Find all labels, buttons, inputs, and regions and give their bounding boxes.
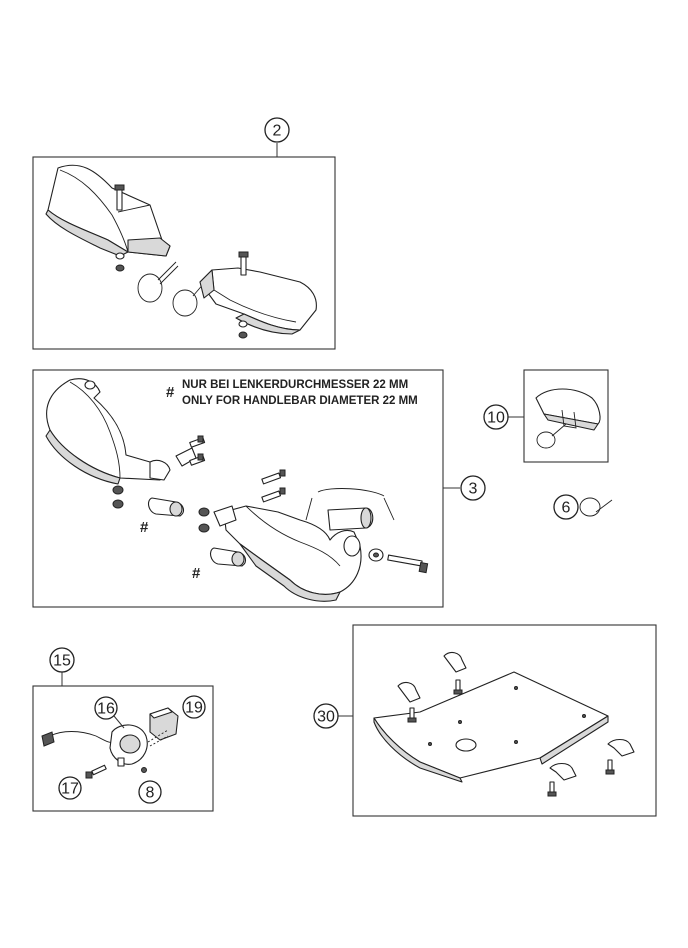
skid-plate-drawing	[373, 671, 609, 783]
callout-6-label: 6	[562, 500, 571, 517]
group-dummy-cap: 10	[483, 369, 609, 463]
callout-6: 6	[553, 494, 579, 520]
callout-10: 10	[483, 404, 509, 430]
right-bolt-drawing	[238, 251, 249, 339]
callout-15: 15	[49, 647, 75, 673]
dummy-cap-drawing	[535, 388, 601, 449]
left-clamp-drawing	[112, 435, 206, 509]
right-bar-guard-drawing	[223, 505, 362, 602]
spacer-sleeve-right-drawing: #	[192, 547, 247, 582]
callout-15-circle	[49, 647, 75, 673]
sleeve-right-marker: #	[192, 565, 201, 582]
switch-drawing	[41, 707, 179, 779]
callout-19-circle	[182, 695, 206, 719]
callout-10-label: 10	[487, 410, 505, 427]
callout-10-circle	[483, 404, 509, 430]
cable-tie-drawing	[579, 497, 613, 517]
callout-3: 3	[460, 475, 486, 501]
callout-16-circle	[94, 696, 118, 720]
callout-15-label: 15	[53, 653, 71, 670]
callout-19-label: 19	[185, 700, 203, 717]
callout-16: 16	[94, 696, 118, 720]
callout-8-label: 8	[146, 785, 155, 802]
handlebar-end-drawing	[305, 488, 395, 531]
callout-30-circle	[313, 703, 339, 729]
callout-16-leader	[113, 715, 125, 729]
callout-2-label: 2	[273, 123, 282, 140]
note-line-de: NUR BEI LENKERDURCHMESSER 22 MM	[182, 379, 408, 391]
callout-8-circle	[138, 780, 162, 804]
dummy-cap-frame	[523, 369, 609, 463]
skid-plate-brackets-drawing	[397, 651, 635, 797]
diameter-note: # NUR BEI LENKERDURCHMESSER 22 MM ONLY F…	[166, 379, 418, 407]
group-handguard-kit: 2	[32, 117, 336, 350]
note-marker: #	[166, 384, 175, 401]
left-handguard-drawing	[45, 164, 171, 257]
callout-17-label: 17	[61, 781, 79, 798]
callout-6-circle	[553, 494, 579, 520]
group-handguard-22mm: 3 # NUR BEI LENKERDURCHMESSER 22 MM ONLY…	[32, 369, 486, 608]
callout-2-circle	[264, 117, 290, 143]
switch-frame	[32, 685, 214, 812]
group-switch: 15 16 19 17 8	[32, 647, 214, 812]
group-skid-plate: 30	[313, 624, 657, 817]
skid-plate-frame	[352, 624, 657, 817]
callout-8: 8	[138, 780, 162, 804]
callout-17-circle	[58, 776, 82, 800]
sleeve-left-marker: #	[140, 519, 149, 536]
right-clamp-drawing	[198, 469, 286, 533]
long-bolt-drawing	[368, 548, 429, 574]
callout-30: 30	[313, 703, 339, 729]
nut-drawing	[115, 252, 125, 272]
group-cable-tie: 6	[553, 494, 613, 520]
left-bar-guard-drawing	[45, 378, 166, 485]
callout-30-label: 30	[317, 709, 335, 726]
callout-16-label: 16	[97, 701, 115, 718]
right-handguard-drawing	[199, 267, 317, 335]
callout-17: 17	[58, 776, 82, 800]
callout-3-label: 3	[469, 481, 478, 498]
note-line-en: ONLY FOR HANDLEBAR DIAMETER 22 MM	[182, 395, 418, 407]
callout-2: 2	[264, 117, 290, 143]
spacer-sleeve-left-drawing: #	[140, 497, 185, 536]
bolt-drawing	[114, 184, 125, 211]
handguard-kit-frame	[32, 156, 336, 350]
clamp-ring-drawing	[137, 261, 206, 317]
callout-3-circle	[460, 475, 486, 501]
callout-19: 19	[182, 695, 206, 719]
